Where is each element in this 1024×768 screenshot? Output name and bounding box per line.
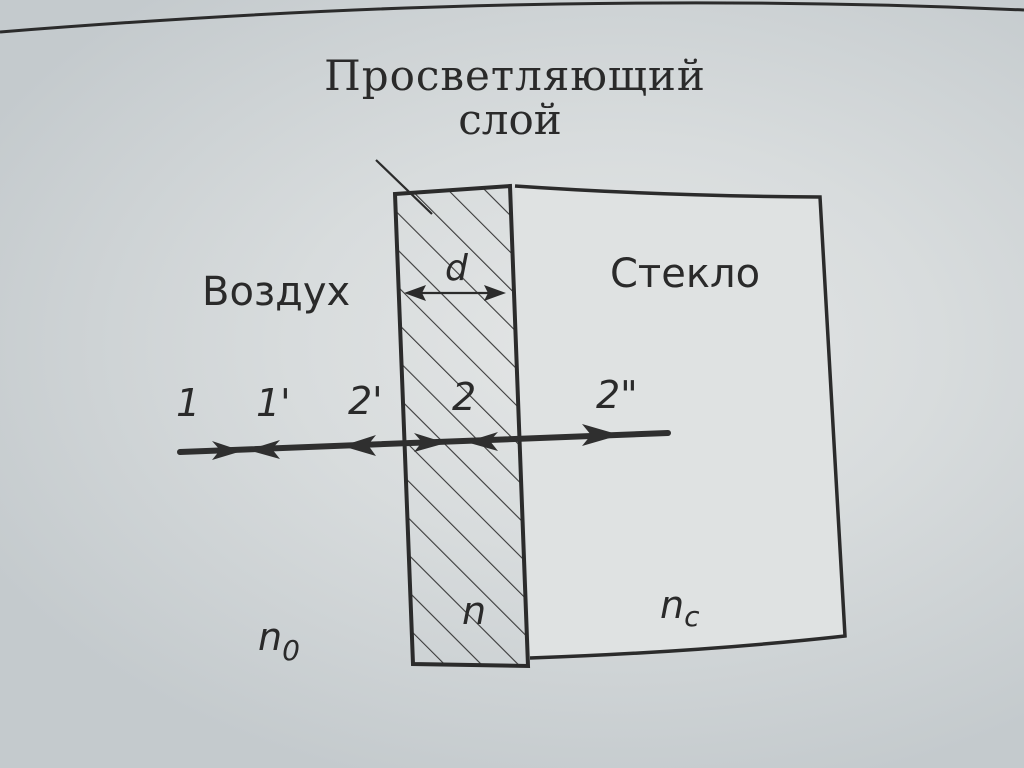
air-label: Воздух (202, 269, 350, 315)
coating-title-line2: слой (458, 95, 561, 144)
thickness-arrow (404, 285, 506, 301)
arrow-reflected-2 (342, 435, 376, 456)
ray-label-2-double-prime: 2" (596, 373, 638, 417)
glass-index-label: nc (660, 583, 700, 633)
arrow-transmitted (582, 424, 620, 446)
ray-arrows (212, 424, 620, 460)
ray-label-2: 2 (452, 375, 476, 419)
antireflective-layer (392, 183, 531, 669)
coating-title-line1: Просветляющий (324, 51, 706, 100)
layer-index-label: n (462, 589, 486, 633)
thickness-label: d (445, 248, 469, 289)
page-top-edge (0, 1, 1024, 34)
air-index-label: n0 (258, 615, 300, 667)
arrow-reflected-1 (248, 440, 280, 459)
arrow-layer-back (466, 432, 498, 451)
arrow-incident (212, 441, 242, 460)
ray-label-1: 1 (176, 381, 200, 425)
glass-block (514, 184, 847, 660)
arrow-layer-forward (414, 433, 446, 452)
layer-pointer-line (375, 159, 433, 215)
glass-label: Стекло (610, 251, 760, 297)
ray-label-1-prime: 1' (256, 381, 291, 425)
ray-label-2-prime: 2' (348, 379, 383, 423)
